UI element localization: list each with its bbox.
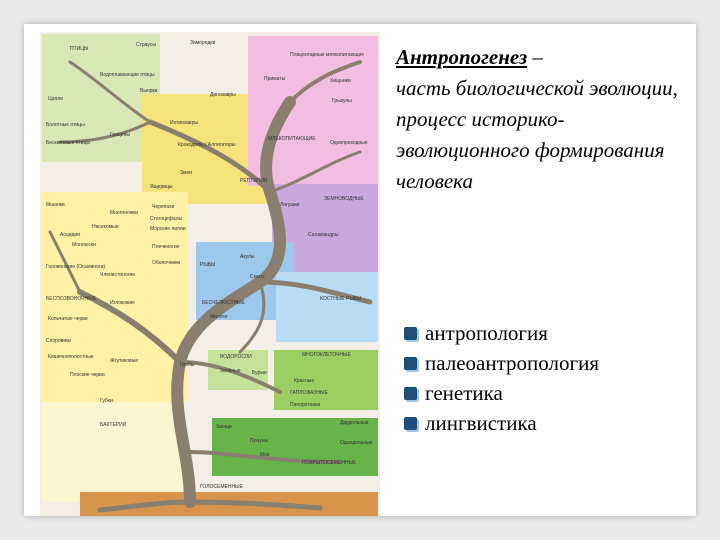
tree-label: Бескилевые птицы [46,140,90,146]
tree-label: Ихтиозавры [170,120,198,126]
tree-label: Страусы [136,42,156,48]
tree-label: Лягушки [280,202,300,208]
tree-label: Губки [100,398,113,404]
tree-label: БАКТЕРИИ [100,422,127,428]
tree-label: Моллюски [72,242,96,248]
tree-label: Однодольные [340,440,373,446]
bacteria-region [42,402,182,502]
tree-label: Цапли [48,96,64,102]
list-item-text: антропология [425,321,548,345]
tree-label: Членистоногие [100,272,136,278]
tree-label: Асцидии [60,232,80,238]
tree-label: БЕСПОЗВОНОЧНЫЕ [46,296,96,302]
tree-label: Черепахи [152,204,175,210]
tree-label: Водоплавающие птицы [100,72,155,78]
tree-label: Иглокожие [110,300,135,306]
tree-label: Зимородки [190,40,216,46]
list-item-text: палеоантропология [425,351,599,375]
list-item: антропология [404,318,684,348]
tree-label: Плацентарные млекопитающие [290,52,365,58]
checkbox-bullet-icon [404,326,417,340]
tree-label: Мшанки [46,202,65,208]
title-block: Антропогенез – часть биологической эволю… [396,42,686,197]
tree-label: Динозавры [210,92,236,98]
tree-label: Мхи [260,452,270,458]
tree-label: Головоногие (Осьминоги) [46,264,106,270]
tree-label: Насекомые [92,224,119,230]
tree-label: Грибы [180,362,195,368]
tree-label: Оболочники [152,260,181,266]
tree-label: Миноги [210,314,228,320]
tree-label: Красные [294,378,315,384]
tree-label: Плауны [250,438,269,444]
tree-label: КОСТНЫЕ РЫБЫ [320,296,362,302]
tree-label: БЕСЧЕЛЮСТНЫЕ [202,300,245,306]
tree-label: Змеи [180,170,193,176]
slide-title: Антропогенез [396,45,528,69]
tree-label: Вьюрки [140,88,158,94]
tree-label: Скаты [250,274,265,280]
invertebrates-region [42,192,188,402]
topic-list: антропология палеоантропология генетика … [404,318,684,438]
tree-label: Споровики [46,338,72,344]
slide-subtitle: часть биологической эволюции, процесс ис… [396,76,678,193]
list-item: лингвистика [404,408,684,438]
list-item: генетика [404,378,684,408]
tree-label: Плеченогие [152,244,180,250]
tree-label: Хвощи [216,424,232,430]
tree-label: ЗЕМНОВОДНЫЕ [324,196,364,202]
tree-label: ПОКРЫТОСЕМЕННЫЕ [302,460,357,466]
tree-of-life-image: ПТИЦЫ Страусы Зимородки Водоплавающие пт… [40,32,380,516]
tree-label: Зелёные [220,368,241,374]
tree-label: Кишечнополостные [48,354,94,360]
tree-label: Саламандры [308,232,339,238]
plants-region [212,418,378,476]
list-item: палеоантропология [404,348,684,378]
tree-label: Крокодилы / Аллигаторы [178,142,236,148]
tree-label: МНОГОКЛЕТОЧНЫЕ [302,352,351,358]
tree-label: Жгутиковые [110,358,139,364]
tree-label: Плоские черви [70,372,105,378]
tree-label: Однопроходные [330,140,368,146]
tree-label: Бурые [252,370,267,376]
tree-label: ПТИЦЫ [70,46,89,52]
tree-label: Стегоцефалы [150,216,183,222]
tree-label: Морские лилии [150,226,186,232]
checkbox-bullet-icon [404,416,417,430]
checkbox-bullet-icon [404,386,417,400]
tree-label: Двудольные [340,420,369,426]
list-item-text: лингвистика [425,411,537,435]
tree-label: МЛЕКОПИТАЮЩИЕ [268,136,316,142]
tree-label: Болотные птицы [46,122,85,128]
tree-label: Хищники [330,78,351,84]
title-dash: – [527,45,543,69]
multicellular-region [274,350,378,410]
tree-label: РЕПТИЛИИ [240,178,268,184]
tree-label: ГАПЛОФАЗНЫЕ [290,390,328,396]
tree-label: ВОДОРОСЛИ [220,354,252,360]
tree-label: Гоацины [110,132,130,138]
tree-label: Ящерицы [150,184,173,190]
tree-label: Многоножки [110,210,139,216]
tree-label: РЫБЫ [200,262,216,268]
tree-label: Акулы [240,254,255,260]
tree-trunk-graphic [48,60,373,513]
list-item-text: генетика [425,381,503,405]
tree-label: Грызуны [332,98,352,104]
tree-label: Папоротники [290,402,321,408]
checkbox-bullet-icon [404,356,417,370]
tree-label: ГОЛОСЕМЕННЫЕ [200,484,243,490]
tree-label: Кольчатые черви [48,316,88,322]
tree-label: Приматы [264,76,286,82]
